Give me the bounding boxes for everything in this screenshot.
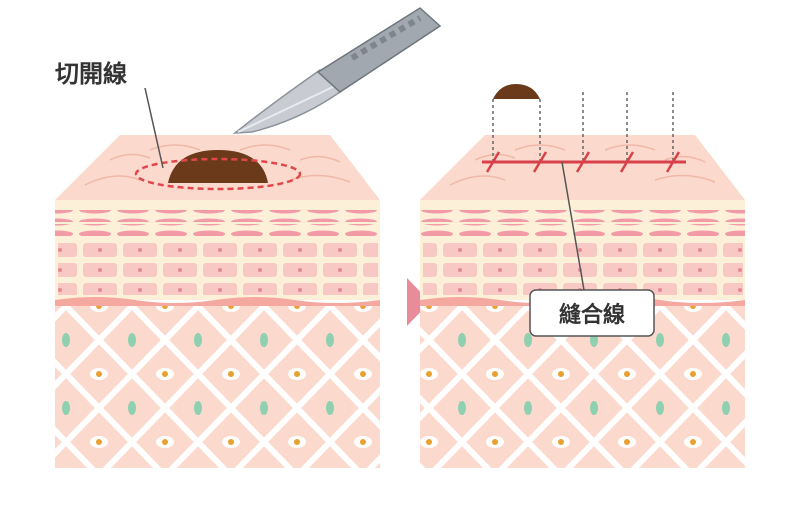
skin-texture-right [449, 144, 716, 186]
mole-left [168, 150, 268, 183]
dermis-boundary-left [55, 297, 380, 306]
incision-label: 切開線 [55, 60, 127, 88]
lens-row-left-2 [55, 224, 380, 236]
removed-mole [493, 84, 540, 99]
skin-texture-left [84, 144, 351, 186]
skin-block-after: 縫合線 [420, 84, 745, 468]
lens-row-right-1 [420, 210, 745, 222]
incision-line [134, 157, 302, 191]
suture-leader-line [561, 161, 585, 291]
arrow-right-icon [407, 278, 430, 326]
suture-guides [492, 92, 674, 162]
suture-label: 縫合線 [559, 302, 625, 328]
scalpel-blade [232, 69, 342, 134]
cell-rows-left [58, 240, 378, 295]
fat-layer-left [55, 306, 380, 468]
incision-leader-line [144, 87, 164, 169]
lens-row-left-1 [55, 210, 380, 222]
scalpel-icon [232, 7, 442, 134]
lens-row-right-2 [420, 224, 745, 236]
skin-surface-right [420, 135, 745, 200]
suture-stitches [485, 151, 681, 173]
skin-block-before: 切開線 [55, 7, 442, 468]
scalpel-handle [316, 7, 442, 93]
suture-label-box [529, 289, 655, 337]
